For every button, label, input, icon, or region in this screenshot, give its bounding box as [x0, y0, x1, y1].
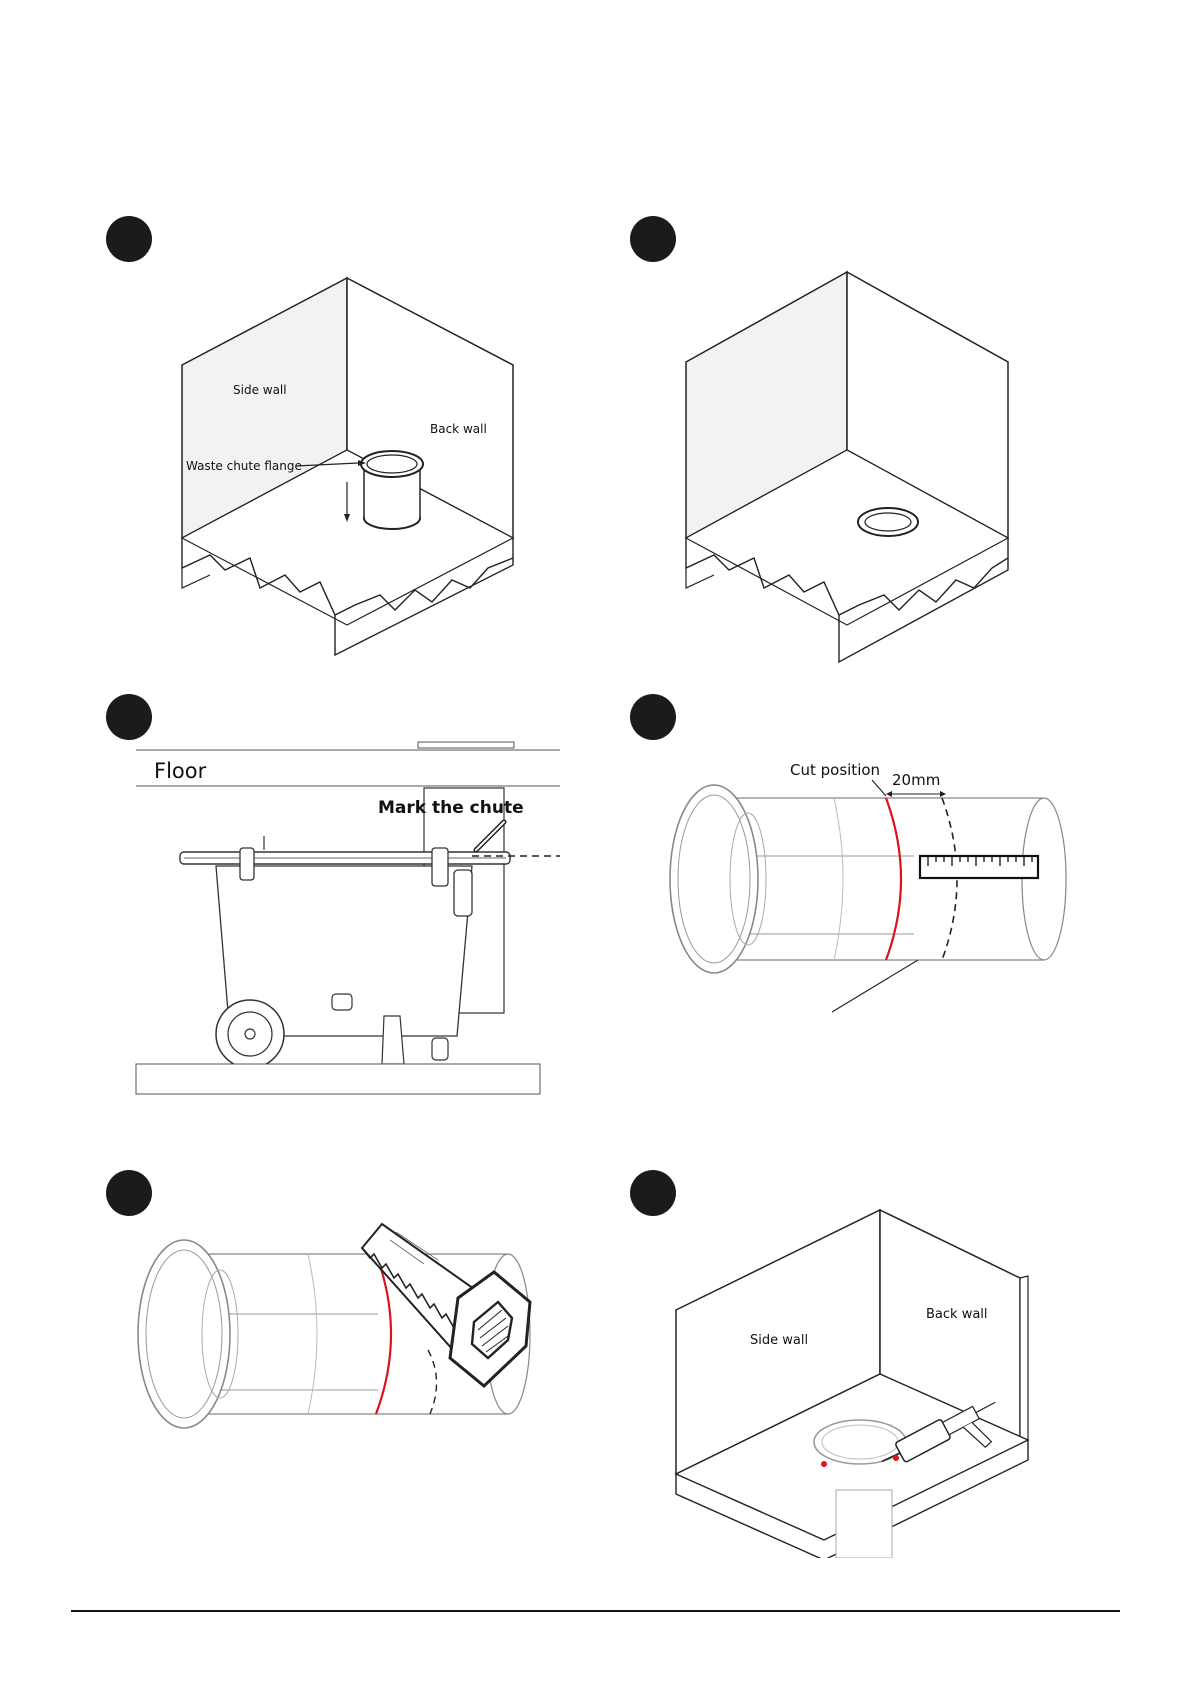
flange-label: Waste chute flange — [186, 459, 302, 473]
step-5-illustration — [128, 1210, 568, 1440]
side-wall-label: Side wall — [233, 383, 287, 397]
step-1-illustration: Side wall Back wall Waste chute flange — [170, 270, 530, 670]
step-badge-1 — [106, 216, 152, 262]
mark-the-chute-label: Mark the chute — [378, 798, 524, 818]
step-3-illustration: Floor Mark the chute — [132, 738, 562, 1098]
cut-position-label: Cut position — [790, 761, 880, 779]
step-6-illustration: Side wall Back wall — [664, 1198, 1064, 1558]
back-wall-label: Back wall — [926, 1307, 988, 1322]
step-4-illustration: Cut position 20mm — [664, 752, 1074, 1022]
step-badge-2 — [630, 216, 676, 262]
step-2-illustration — [680, 270, 1040, 670]
offset-label: 20mm — [892, 771, 940, 789]
footer-rule — [71, 1610, 1120, 1612]
side-wall-label: Side wall — [750, 1333, 808, 1348]
floor-label: Floor — [154, 759, 207, 783]
step-badge-3 — [106, 694, 152, 740]
back-wall-label: Back wall — [430, 422, 487, 436]
step-badge-4 — [630, 694, 676, 740]
